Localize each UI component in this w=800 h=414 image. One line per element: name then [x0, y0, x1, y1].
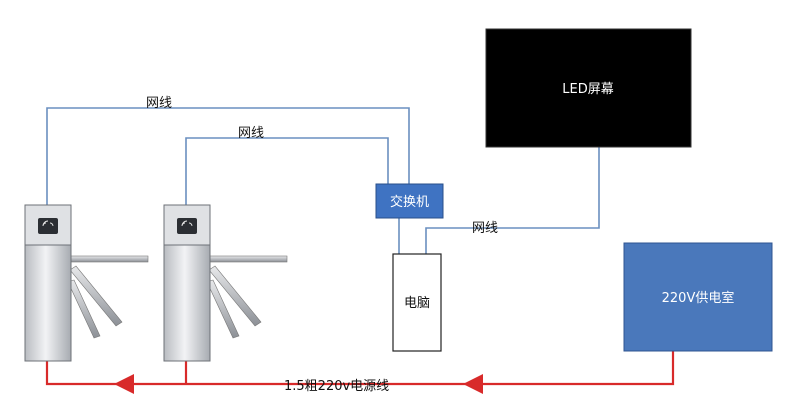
turnstile-2 — [163, 204, 288, 362]
turnstile-arm-diagonal — [69, 265, 123, 327]
network-label-2: 网线 — [238, 126, 264, 141]
nfc-wave — [181, 220, 193, 227]
nfc-wave — [42, 220, 54, 227]
arrow-left-icon — [114, 374, 134, 394]
switch-label: 交换机 — [390, 194, 429, 210]
network-cable-led — [425, 147, 600, 254]
network-label-3: 网线 — [472, 221, 498, 236]
power-cable-line — [45, 351, 675, 386]
network-cable-1 — [46, 107, 410, 205]
led-screen-label: LED屏幕 — [562, 82, 613, 97]
computer-box — [392, 253, 442, 352]
turnstile-arm-horizontal — [69, 255, 149, 263]
led-screen — [485, 28, 692, 148]
turnstile-arm-lower — [206, 279, 240, 339]
computer-label: 电脑 — [404, 296, 430, 311]
arrow-left-icon — [463, 374, 483, 394]
network-label-1: 网线 — [146, 96, 172, 111]
switch-box — [375, 183, 444, 219]
turnstile-arm-horizontal — [208, 255, 288, 263]
turnstile-1 — [24, 204, 149, 362]
turnstile-arm-diagonal — [208, 265, 262, 327]
power-cable — [45, 351, 675, 386]
nfc-reader-icon — [177, 218, 197, 234]
turnstile-arm-lower — [67, 279, 101, 339]
nfc-reader-icon — [38, 218, 58, 234]
power-cable-label: 1.5粗220v电源线 — [284, 379, 389, 394]
power-room-label: 220V供电室 — [662, 290, 735, 306]
network-cables — [46, 107, 600, 254]
network-cable-2 — [185, 137, 389, 205]
power-room-box — [623, 242, 773, 352]
